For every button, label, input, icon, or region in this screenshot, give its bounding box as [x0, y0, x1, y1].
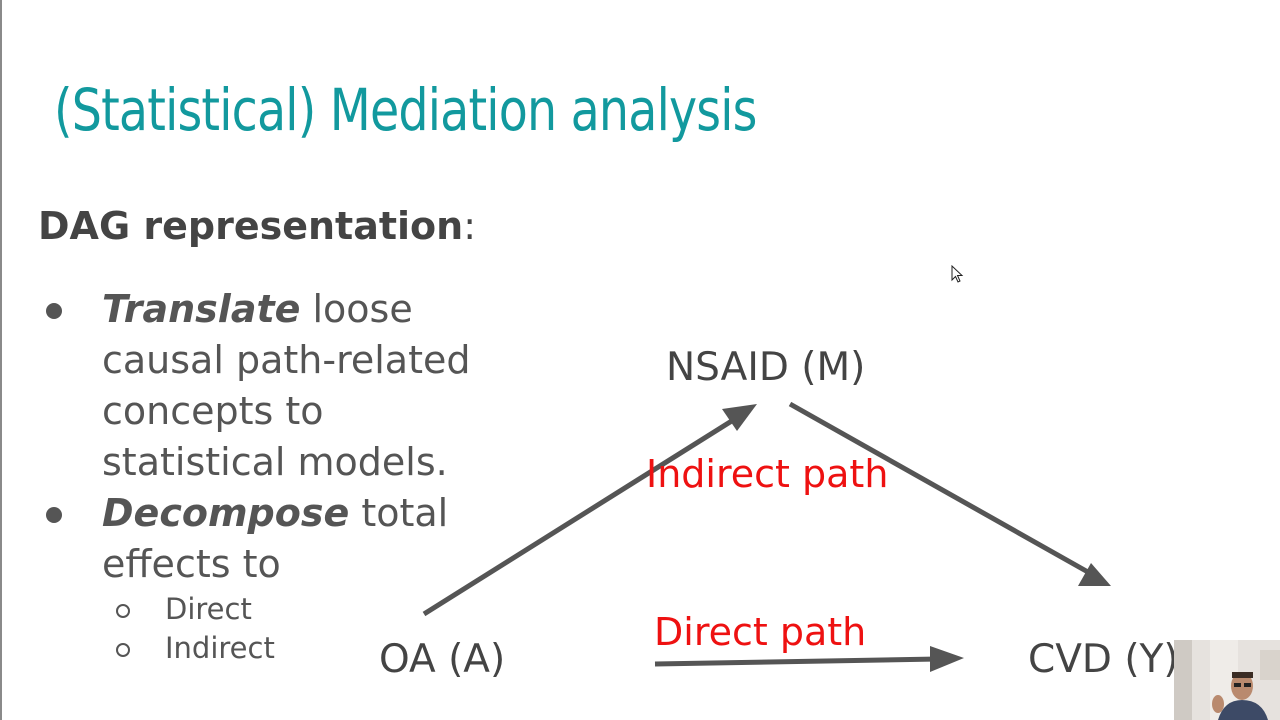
- node-exposure: OA (A): [379, 637, 505, 682]
- label-indirect-path: Indirect path: [646, 452, 888, 496]
- node-outcome: CVD (Y): [1028, 637, 1179, 682]
- subheading-bold: DAG representation: [38, 204, 464, 248]
- subbullet-text: Indirect: [165, 631, 275, 665]
- edge-mediator-to-outcome: [788, 401, 1097, 579]
- label-direct-path: Direct path: [654, 610, 866, 654]
- bullet-text: total effects to: [102, 491, 449, 586]
- subbullet-text: Direct: [165, 592, 252, 626]
- subbullet-ring-icon: [116, 604, 130, 618]
- bullet-dot-icon: [46, 303, 62, 319]
- bullet-list: Translate loose causal path-related conc…: [38, 284, 518, 668]
- arrowhead-outcome-icon: [1078, 563, 1111, 586]
- mouse-pointer-icon: [951, 265, 964, 283]
- arrowhead-direct-icon: [930, 646, 964, 672]
- bullet-text: loose causal path-related concepts to st…: [102, 287, 471, 484]
- edge-exposure-to-mediator: [422, 409, 748, 617]
- subheading-suffix: :: [463, 204, 477, 248]
- edge-exposure-to-outcome: [654, 656, 939, 667]
- bullet-decompose: Decompose total effects to: [38, 488, 518, 590]
- slide-title: (Statistical) Mediation analysis: [54, 76, 757, 144]
- arrowhead-mediator-icon: [722, 404, 757, 431]
- presenter-webcam: [1174, 640, 1280, 720]
- slide-edge: [0, 0, 2, 720]
- subheading: DAG representation:: [38, 204, 476, 248]
- subbullet-ring-icon: [116, 643, 130, 657]
- bullet-emphasis: Translate: [102, 287, 301, 331]
- bullet-translate: Translate loose causal path-related conc…: [38, 284, 518, 488]
- subbullet-indirect: Indirect: [38, 629, 518, 668]
- subbullet-direct: Direct: [38, 590, 518, 629]
- bullet-emphasis: Decompose: [102, 491, 350, 535]
- presenter-avatar-icon: [1174, 640, 1280, 720]
- node-mediator: NSAID (M): [666, 345, 865, 390]
- bullet-dot-icon: [46, 507, 62, 523]
